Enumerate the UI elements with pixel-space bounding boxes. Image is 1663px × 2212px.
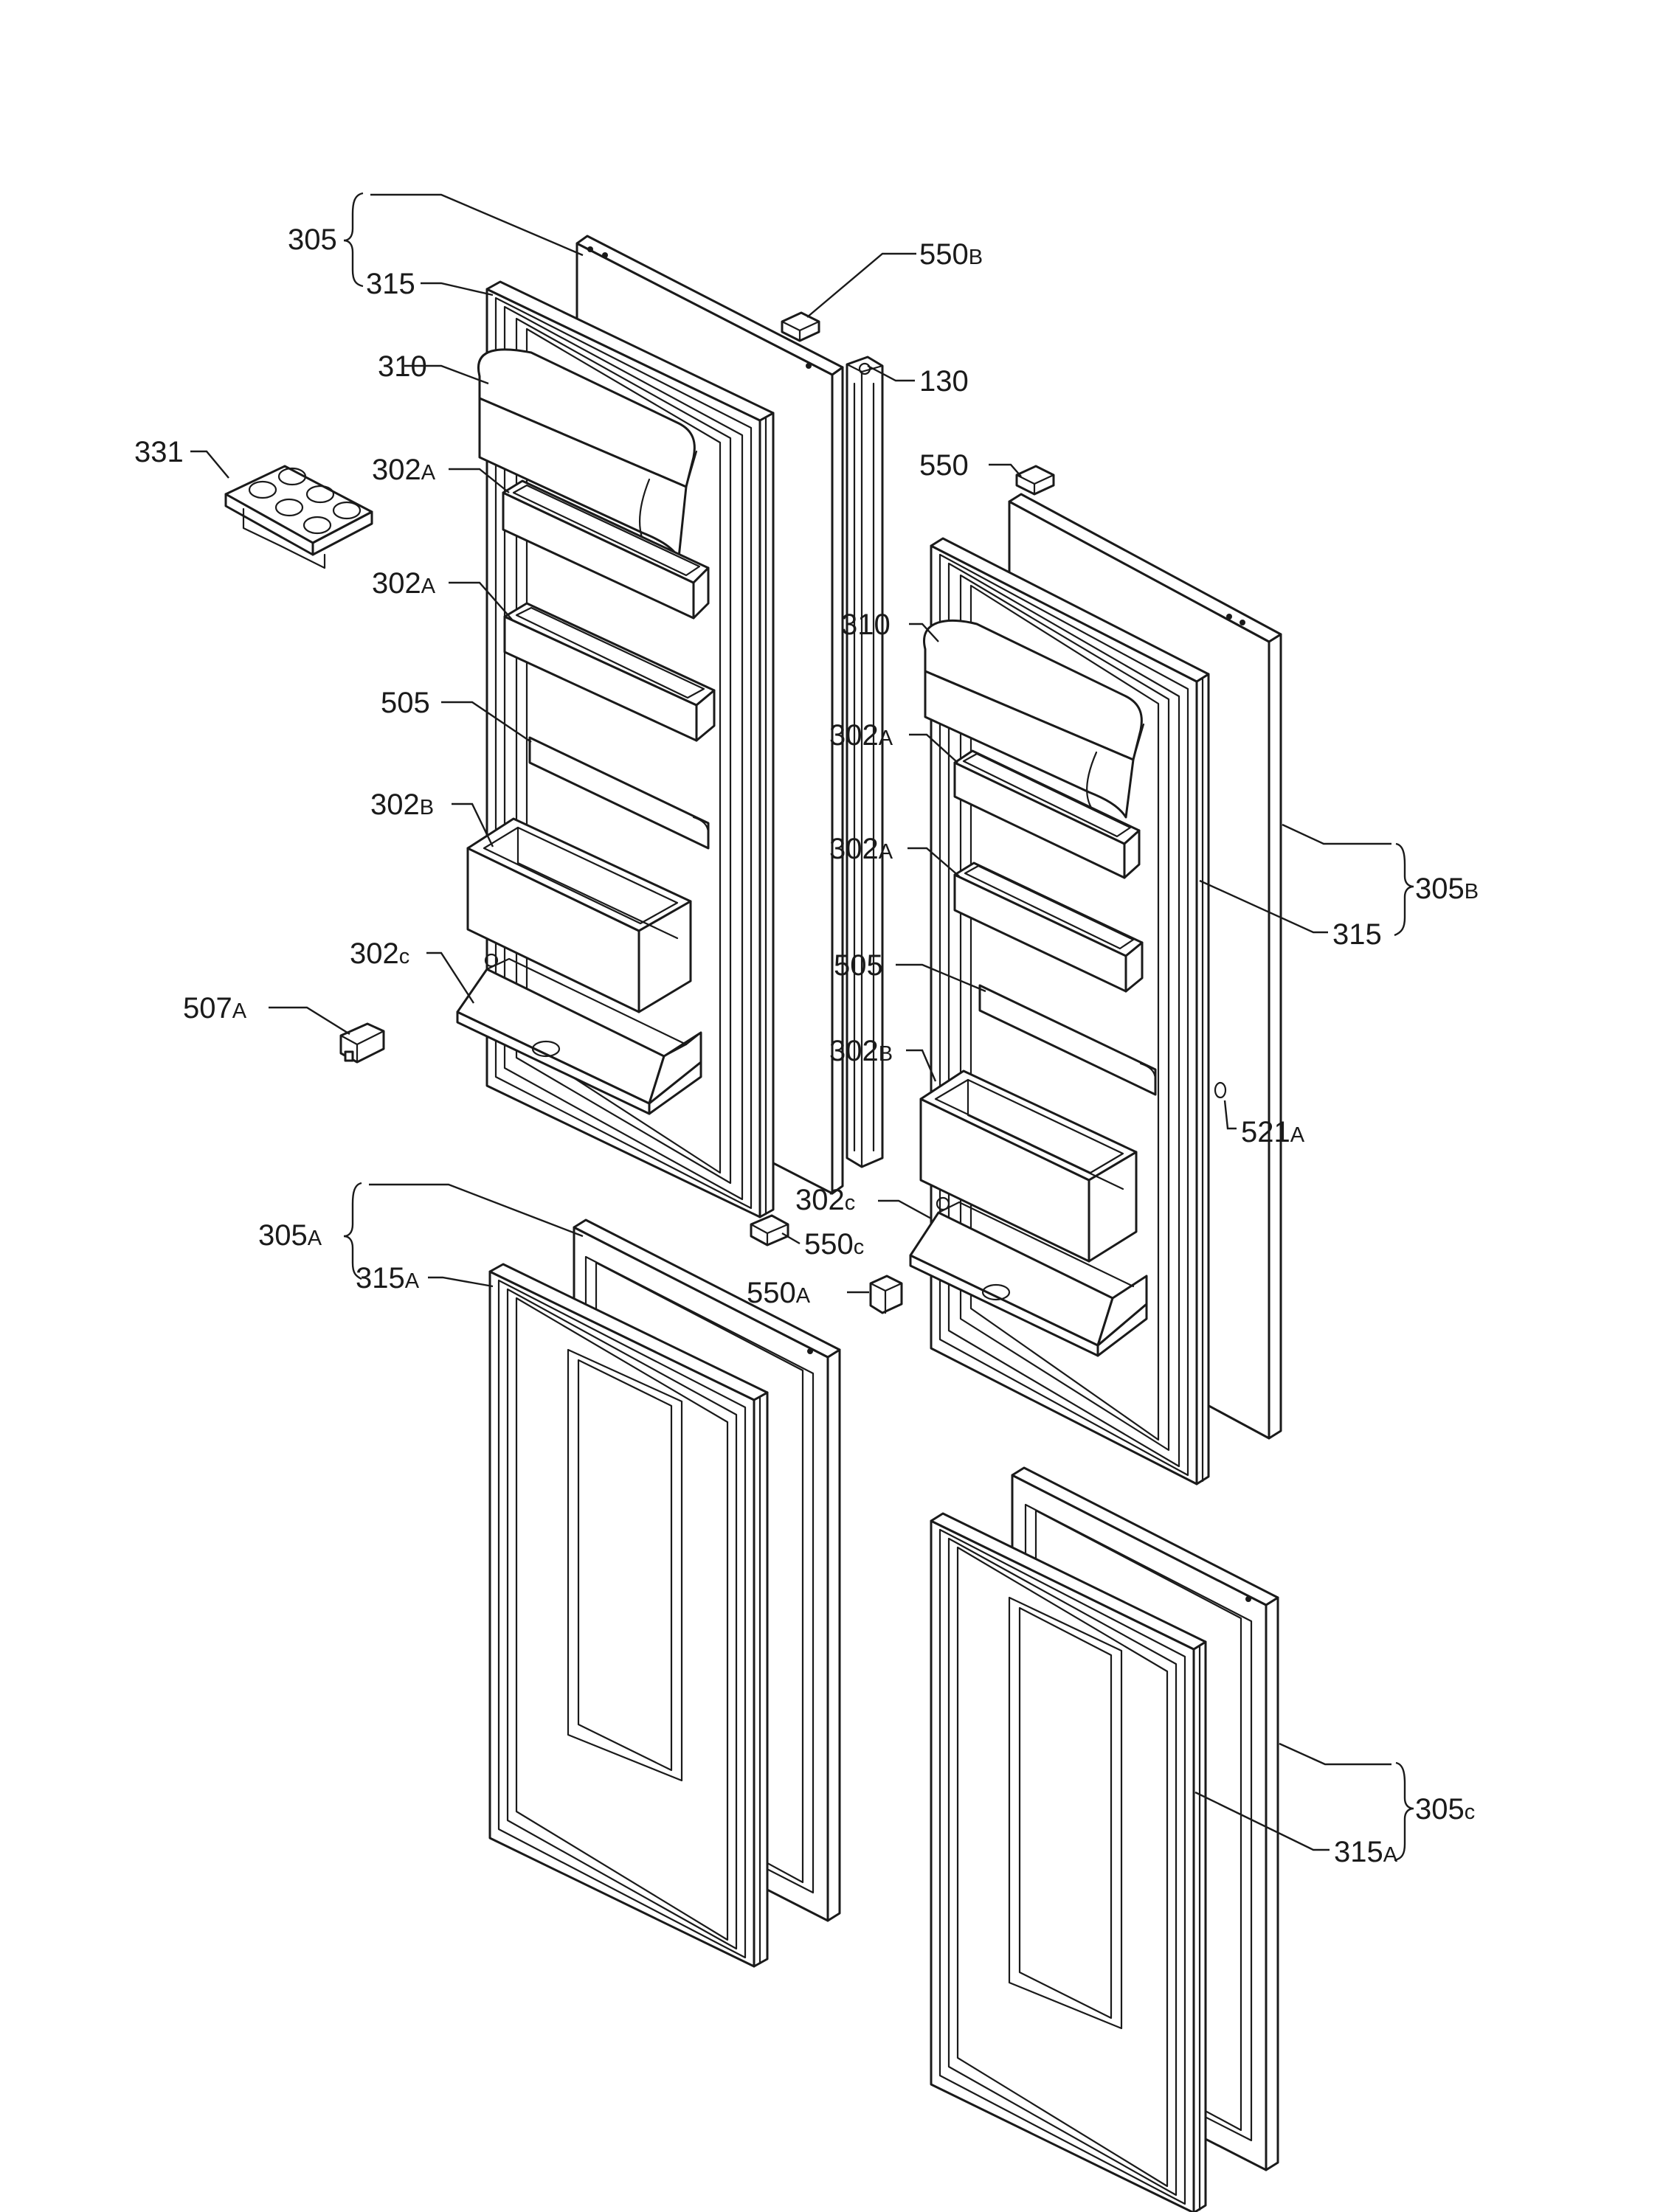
leader-lines: [190, 192, 1414, 1862]
egg-tray-331: [224, 465, 373, 569]
label-550a: 550A: [747, 1277, 811, 1309]
mullion-strip-130: [846, 356, 884, 1168]
label-507a: 507A: [183, 992, 247, 1024]
label-521a: 521A: [1241, 1116, 1305, 1148]
door-shelf-302a-left-2: [503, 602, 716, 742]
label-302b-right: 302B: [829, 1035, 893, 1067]
door-bin-302b-left: [466, 817, 692, 1013]
label-302a-3: 302A: [829, 719, 893, 752]
label-315-top: 315: [366, 268, 415, 300]
label-302a-4: 302A: [829, 833, 893, 865]
dairy-compartment-310-left: [477, 348, 698, 559]
label-310-left: 310: [378, 350, 427, 383]
label-550b: 550B: [919, 238, 983, 271]
label-310-right: 310: [841, 609, 891, 641]
label-strip-505-right: [978, 984, 1157, 1096]
label-505-right: 505: [834, 949, 883, 982]
door-shelf-302a-right-2: [953, 861, 1144, 993]
label-315a-left: 315A: [356, 1262, 420, 1294]
hinge-cap-550a: [869, 1275, 903, 1314]
label-305c: 305c: [1415, 1793, 1475, 1826]
right-lower-door-gasket-315a: [930, 1512, 1207, 2212]
label-550: 550: [919, 449, 969, 482]
hinge-cap-550c: [750, 1214, 789, 1247]
label-505-left: 505: [381, 687, 430, 719]
door-shelf-302a-left-1: [502, 479, 710, 620]
label-130: 130: [919, 365, 969, 398]
hinge-part-507a: [339, 1022, 385, 1064]
label-305a: 305A: [258, 1219, 322, 1252]
left-lower-door-gasket-315a: [488, 1263, 769, 1968]
door-bin-302b-right: [919, 1069, 1138, 1263]
label-305b: 305B: [1415, 873, 1479, 905]
label-strip-505-left: [528, 736, 710, 850]
label-302b-left: 302B: [370, 788, 434, 821]
label-302a-2: 302A: [372, 567, 436, 600]
hinge-cap-550: [1015, 465, 1055, 496]
label-305: 305: [288, 223, 337, 256]
label-302c-right: 302c: [795, 1184, 855, 1216]
label-315a-right: 315A: [1334, 1836, 1398, 1868]
door-bin-302c-left: [456, 953, 702, 1115]
label-315-right: 315: [1332, 918, 1382, 951]
label-550c: 550c: [804, 1228, 864, 1261]
callout-labels: 305 315 310 331 302A 302A 505 302B 302c …: [134, 223, 1479, 1868]
door-bin-302c-right: [909, 1196, 1148, 1357]
label-302c-left: 302c: [350, 937, 409, 970]
label-302a-1: 302A: [372, 454, 436, 486]
hinge-cap-550b: [781, 311, 820, 342]
screw-521a: [1214, 1081, 1227, 1099]
label-331: 331: [134, 436, 184, 468]
door-shelf-302a-right-1: [953, 749, 1141, 879]
